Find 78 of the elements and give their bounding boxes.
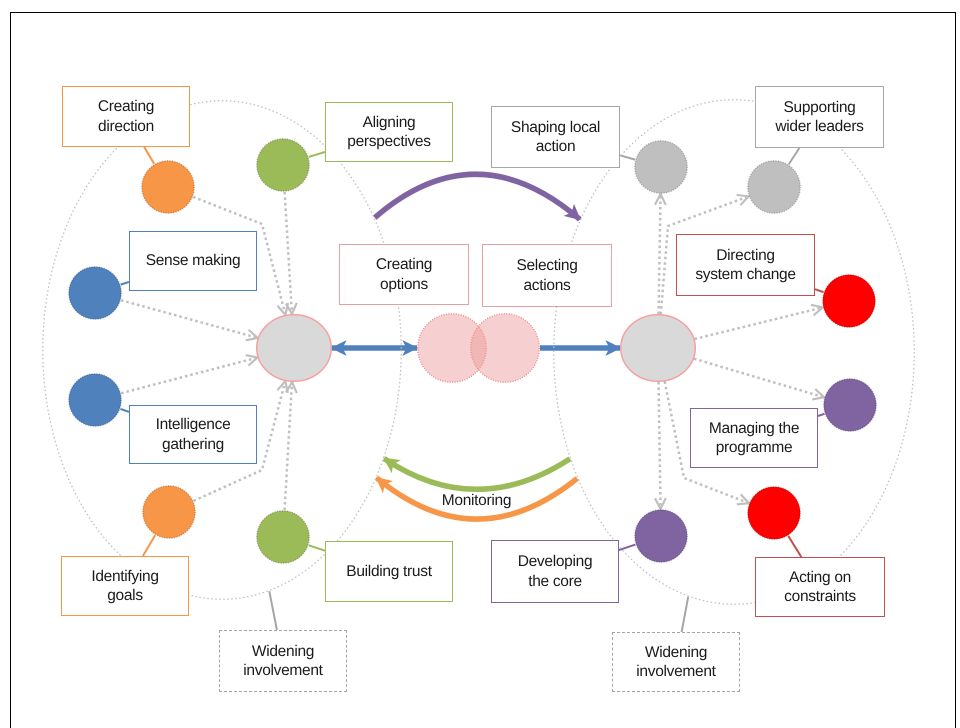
label-box — [755, 557, 885, 617]
arrow — [283, 192, 298, 316]
leader-line — [143, 146, 156, 164]
box-text: Creating options — [374, 255, 434, 294]
leader-line — [787, 535, 802, 558]
filled-circle — [68, 373, 122, 427]
filled-circle — [141, 160, 195, 214]
arrow — [694, 358, 826, 400]
box-text: Supporting wider leaders — [774, 98, 865, 136]
arrow — [192, 196, 290, 316]
arrow — [375, 476, 579, 522]
arrow — [663, 381, 750, 506]
arrow — [382, 456, 572, 492]
arrow — [330, 340, 418, 356]
label-box — [61, 556, 189, 616]
leader-line — [120, 280, 130, 286]
box-text: Directing system change — [694, 246, 797, 284]
box-text: Sense making — [146, 251, 240, 271]
filled-circle — [256, 138, 310, 192]
arrow — [193, 380, 289, 502]
filled-circle — [822, 274, 876, 328]
leader-line — [618, 544, 636, 552]
box-text: Creating direction — [96, 97, 156, 136]
label-box — [339, 244, 469, 305]
leader-line — [818, 412, 825, 417]
box-text: Managing the programme — [708, 418, 800, 458]
hub-ellipse — [620, 314, 696, 382]
filled-circle — [747, 160, 801, 214]
label-box — [129, 405, 257, 464]
label-box — [325, 102, 453, 162]
label-box — [219, 630, 347, 692]
hub-ellipse — [256, 314, 332, 382]
label-box — [676, 234, 815, 296]
label-box — [325, 541, 453, 602]
box-text: Widening involvement — [242, 642, 324, 680]
filled-circle — [823, 378, 877, 432]
leader-line — [308, 150, 326, 158]
overlap-circle — [470, 313, 540, 383]
box-text: Intelligence gathering — [154, 415, 232, 454]
arrow — [660, 194, 750, 314]
arrow — [654, 382, 667, 510]
leader-line — [142, 534, 156, 556]
arrow — [120, 298, 259, 342]
leader-line — [120, 408, 130, 413]
label-box — [129, 231, 257, 291]
filled-circle — [634, 509, 688, 563]
filled-circle — [142, 485, 196, 539]
filled-circle — [634, 140, 688, 194]
label-box — [491, 106, 620, 168]
label-box — [755, 86, 884, 148]
box-text: Acting on constraints — [783, 568, 857, 606]
label-box — [62, 86, 190, 147]
leader-line — [308, 544, 326, 552]
filled-circle — [747, 486, 801, 540]
arrow — [373, 172, 582, 222]
arrow — [694, 304, 824, 340]
leader-line — [680, 596, 690, 632]
box-text: Selecting actions — [515, 256, 579, 295]
arrow — [654, 192, 667, 314]
box-text: Identifying goals — [90, 566, 160, 606]
label-box — [482, 244, 612, 307]
label-box — [491, 540, 619, 603]
leader-line — [788, 147, 800, 165]
box-text: Widening involvement — [635, 642, 717, 682]
box-text: Aligning perspectives — [346, 112, 432, 152]
box-text: Developing the core — [516, 552, 594, 591]
box-text: Shaping local action — [510, 118, 602, 156]
leader-line — [814, 288, 824, 294]
arrow — [540, 340, 622, 356]
box-text: Building trust — [346, 562, 432, 582]
arrow — [120, 354, 259, 394]
leader-line — [268, 591, 278, 630]
label-box — [612, 632, 740, 692]
arrow — [283, 380, 298, 510]
leader-line — [620, 154, 636, 161]
label-box — [690, 408, 818, 468]
filled-circle — [256, 510, 310, 564]
filled-circle — [68, 266, 122, 320]
